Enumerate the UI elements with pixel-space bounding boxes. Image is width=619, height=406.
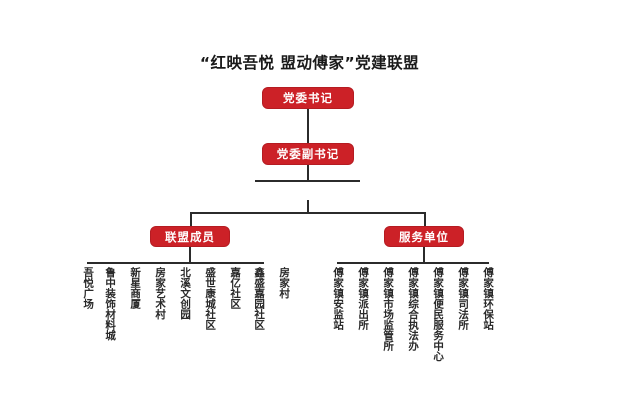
leaf-service-4[interactable]: 傅家镇综合执法办	[407, 267, 420, 351]
leaf-alliance-8[interactable]: 鑫盛嘉园社区	[253, 267, 266, 330]
connector-split-stem	[307, 200, 309, 212]
leaf-alliance-1[interactable]: 吾悦广场	[82, 267, 95, 309]
connector-alliance-stem	[189, 247, 191, 262]
node-service-units[interactable]: 服务单位	[384, 226, 464, 247]
connector-alliance-bar	[87, 262, 264, 264]
leaf-alliance-6[interactable]: 盛世康城社区	[204, 267, 217, 330]
node-party-secretary[interactable]: 党委书记	[262, 87, 354, 109]
connector-split-left-drop	[190, 212, 192, 226]
leaf-alliance-4[interactable]: 房家艺术村	[154, 267, 167, 320]
connector-root-to-deputy	[307, 109, 309, 143]
leaf-alliance-5[interactable]: 北溪文创园	[179, 267, 192, 320]
leaf-alliance-3[interactable]: 新星商厦	[129, 267, 142, 309]
connector-deputy-bar	[255, 180, 360, 182]
connector-service-bar	[337, 262, 489, 264]
node-deputy-secretary[interactable]: 党委副书记	[262, 143, 354, 165]
connector-deputy-stem	[307, 165, 309, 180]
leaf-service-1[interactable]: 傅家镇安监站	[332, 267, 345, 330]
leaf-alliance-7[interactable]: 嘉亿社区	[229, 267, 242, 309]
page-title: “红映吾悦 盟动傅家”党建联盟	[199, 54, 420, 72]
leaf-service-7[interactable]: 傅家镇环保站	[482, 267, 495, 330]
connector-service-stem	[423, 247, 425, 262]
leaf-service-5[interactable]: 傅家镇便民服务中心	[432, 267, 445, 362]
leaf-alliance-9[interactable]: 房家村	[278, 267, 291, 299]
connector-split-right-drop	[424, 212, 426, 226]
leaf-service-6[interactable]: 傅家镇司法所	[457, 267, 470, 330]
node-alliance-members[interactable]: 联盟成员	[150, 226, 230, 247]
leaf-alliance-2[interactable]: 鲁中装饰材料城	[104, 267, 117, 341]
leaf-service-3[interactable]: 傅家镇市场监管所	[382, 267, 395, 351]
connector-split-bar	[190, 212, 425, 214]
leaf-service-2[interactable]: 傅家镇派出所	[357, 267, 370, 330]
